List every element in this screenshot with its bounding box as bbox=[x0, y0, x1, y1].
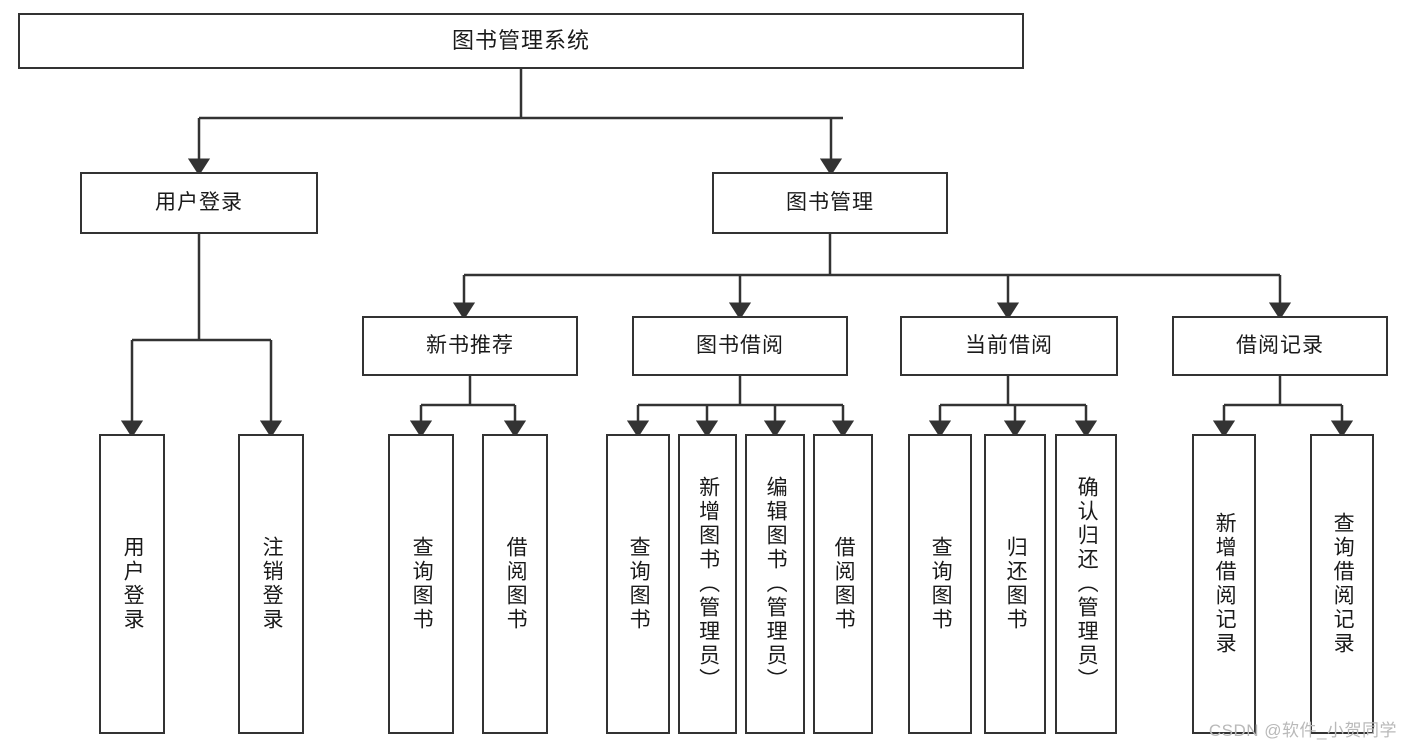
node-label: 借阅记录 bbox=[1236, 334, 1324, 358]
node-label: 查询图书 bbox=[410, 536, 434, 632]
leaf-currentborrow-confirm-return[interactable]: 确认归还（管理员） bbox=[1055, 434, 1117, 734]
node-new-book-recommend[interactable]: 新书推荐 bbox=[362, 316, 578, 376]
leaf-bookborrow-edit-book[interactable]: 编辑图书（管理员） bbox=[745, 434, 805, 734]
node-label: 查询图书 bbox=[929, 536, 953, 632]
node-user-login[interactable]: 用户登录 bbox=[80, 172, 318, 234]
node-label: 新书推荐 bbox=[426, 334, 514, 358]
node-book-manage[interactable]: 图书管理 bbox=[712, 172, 948, 234]
node-label: 编辑图书（管理员） bbox=[764, 476, 788, 692]
leaf-bookborrow-borrow-book[interactable]: 借阅图书 bbox=[813, 434, 873, 734]
node-label: 归还图书 bbox=[1004, 536, 1028, 632]
node-label: 查询图书 bbox=[627, 536, 651, 632]
node-label: 图书借阅 bbox=[696, 334, 784, 358]
node-book-borrow[interactable]: 图书借阅 bbox=[632, 316, 848, 376]
node-label: 图书管理 bbox=[786, 191, 874, 215]
node-label: 新增借阅记录 bbox=[1213, 512, 1237, 656]
node-label: 用户登录 bbox=[121, 536, 145, 632]
leaf-currentborrow-return-book[interactable]: 归还图书 bbox=[984, 434, 1046, 734]
leaf-currentborrow-query-book[interactable]: 查询图书 bbox=[908, 434, 972, 734]
node-label: 图书管理系统 bbox=[451, 27, 590, 53]
watermark: CSDN @软件_小贺同学 bbox=[1208, 721, 1397, 740]
node-label: 注销登录 bbox=[260, 536, 284, 632]
node-label: 查询借阅记录 bbox=[1331, 512, 1355, 656]
node-label: 用户登录 bbox=[155, 191, 243, 215]
node-label: 当前借阅 bbox=[965, 334, 1053, 358]
leaf-bookborrow-query-book[interactable]: 查询图书 bbox=[606, 434, 670, 734]
leaf-bookborrow-add-book[interactable]: 新增图书（管理员） bbox=[678, 434, 737, 734]
node-label: 新增图书（管理员） bbox=[696, 476, 720, 692]
leaf-user-login[interactable]: 用户登录 bbox=[99, 434, 165, 734]
node-borrow-record[interactable]: 借阅记录 bbox=[1172, 316, 1388, 376]
node-label: 借阅图书 bbox=[832, 536, 856, 632]
leaf-borrowrecord-query[interactable]: 查询借阅记录 bbox=[1310, 434, 1374, 734]
node-label: 借阅图书 bbox=[504, 536, 528, 632]
leaf-borrowrecord-add[interactable]: 新增借阅记录 bbox=[1192, 434, 1256, 734]
node-current-borrow[interactable]: 当前借阅 bbox=[900, 316, 1118, 376]
leaf-recommend-borrow-book[interactable]: 借阅图书 bbox=[482, 434, 548, 734]
node-label: 确认归还（管理员） bbox=[1075, 476, 1099, 692]
leaf-logout[interactable]: 注销登录 bbox=[238, 434, 304, 734]
leaf-recommend-query-book[interactable]: 查询图书 bbox=[388, 434, 454, 734]
node-root-system[interactable]: 图书管理系统 bbox=[18, 13, 1024, 69]
